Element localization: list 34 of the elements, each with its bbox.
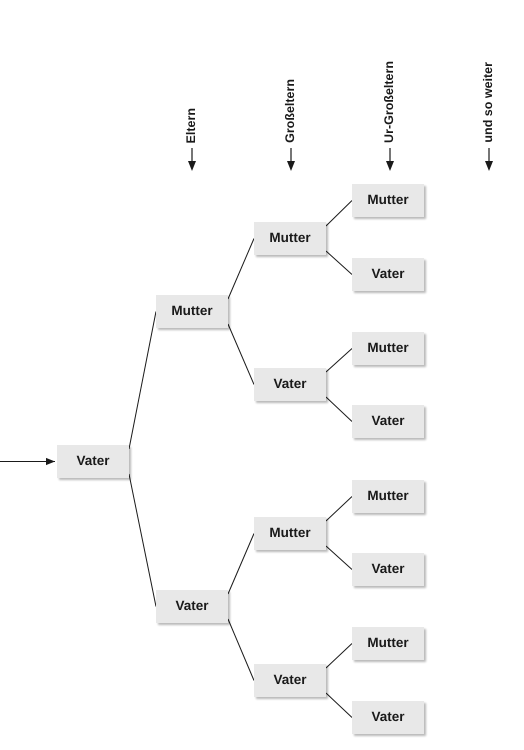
person-box: Vater xyxy=(57,445,129,478)
person-box: Mutter xyxy=(352,627,424,660)
person-box: Vater xyxy=(254,368,326,401)
person-box: Vater xyxy=(352,553,424,586)
person-box: Vater xyxy=(352,258,424,291)
person-box: Vater xyxy=(352,701,424,734)
connector-line xyxy=(326,546,352,570)
connector-line xyxy=(128,311,156,450)
connector-line xyxy=(228,533,254,594)
connector-line xyxy=(326,396,352,422)
person-box: Mutter xyxy=(352,480,424,513)
connector-line xyxy=(326,496,352,522)
generation-heading: Eltern xyxy=(185,108,198,143)
person-box: Mutter xyxy=(254,517,326,550)
connector-line xyxy=(326,200,352,226)
connector-line xyxy=(128,474,156,607)
generation-heading: Großeltern xyxy=(284,79,296,143)
arrow xyxy=(0,458,56,466)
person-box: Vater xyxy=(254,664,326,697)
connector-line xyxy=(326,348,352,372)
connector-line xyxy=(228,238,254,300)
connector-line xyxy=(326,250,352,275)
connector-line xyxy=(228,324,254,385)
person-box: Mutter xyxy=(352,184,424,217)
connector-line xyxy=(326,692,352,718)
generation-heading: Ur-Großeltern xyxy=(383,61,396,143)
person-box: Mutter xyxy=(156,295,228,328)
generation-heading: und so weiter xyxy=(482,62,494,143)
person-box: Vater xyxy=(156,590,228,623)
person-box: Mutter xyxy=(254,222,326,255)
person-box: Mutter xyxy=(352,332,424,365)
connector-line xyxy=(228,618,254,681)
person-box: Vater xyxy=(352,405,424,438)
connector-line xyxy=(326,643,352,668)
